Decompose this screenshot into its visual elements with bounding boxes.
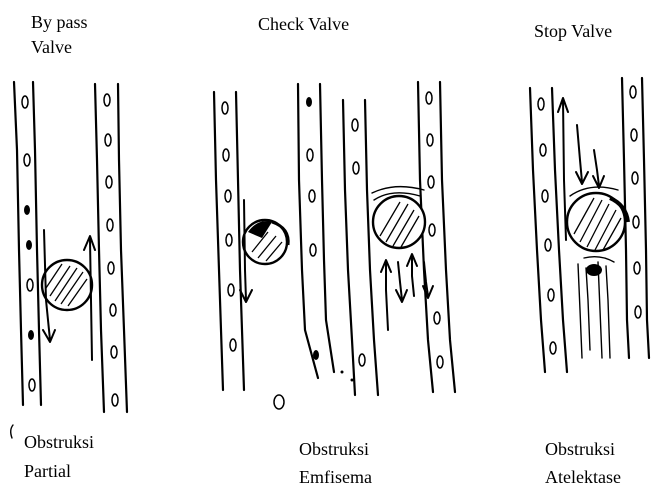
wall-cell bbox=[633, 216, 639, 228]
wall-cell bbox=[24, 154, 30, 166]
stop-left-wall-outer bbox=[530, 88, 545, 372]
wall-cell bbox=[353, 162, 359, 174]
wall-cell bbox=[106, 176, 112, 188]
check-middle-wall-right bbox=[320, 84, 334, 372]
check-inner-wall-left bbox=[343, 100, 355, 395]
wall-cell bbox=[630, 86, 636, 98]
wall-cell bbox=[352, 119, 358, 131]
wall-cell bbox=[310, 244, 316, 256]
wall-cell bbox=[105, 134, 111, 146]
stop-flow-down-arrow-2 bbox=[593, 150, 604, 188]
bypass-caption-bracket bbox=[11, 425, 13, 438]
check-right-wall-outer bbox=[440, 82, 455, 392]
ink-dot bbox=[351, 379, 354, 382]
check-flow-arrow-3 bbox=[407, 254, 417, 296]
wall-cell bbox=[550, 342, 556, 354]
wall-cell bbox=[230, 339, 236, 351]
wall-cell bbox=[545, 239, 551, 251]
wall-cell bbox=[635, 306, 641, 318]
wall-cell bbox=[313, 350, 319, 360]
check-flow-arrow-1 bbox=[381, 260, 391, 330]
wall-cell bbox=[548, 289, 554, 301]
wall-cell bbox=[108, 262, 114, 274]
wall-cell bbox=[29, 379, 35, 391]
check-stray-circle bbox=[274, 395, 284, 409]
wall-cell bbox=[632, 172, 638, 184]
check-inner-wall-right bbox=[365, 100, 378, 395]
wall-cell bbox=[309, 190, 315, 202]
wall-cell bbox=[22, 96, 28, 108]
wall-cell bbox=[540, 144, 546, 156]
check-flow-arrow-2 bbox=[396, 262, 407, 302]
wall-cell bbox=[631, 129, 637, 141]
wall-cell bbox=[359, 354, 365, 366]
wall-cell bbox=[306, 97, 312, 107]
check-middle-wall-left bbox=[298, 84, 318, 378]
wall-cell bbox=[112, 394, 118, 406]
stop-right-wall-outer bbox=[642, 78, 649, 358]
ink-dot bbox=[341, 371, 344, 374]
wall-cell bbox=[222, 102, 228, 114]
wall-cell bbox=[104, 94, 110, 106]
wall-cell bbox=[27, 279, 33, 291]
bypass-left-wall-inner bbox=[33, 82, 41, 405]
wall-cell bbox=[24, 205, 30, 215]
check-obstruction-ball-right bbox=[372, 187, 425, 248]
stop-valve-diagram bbox=[530, 78, 649, 372]
stop-flow-down-arrow-1 bbox=[576, 125, 588, 184]
wall-cell bbox=[427, 134, 433, 146]
bypass-obstruction-ball bbox=[42, 260, 92, 310]
wall-cell bbox=[107, 219, 113, 231]
stop-collapsed-segment bbox=[578, 257, 614, 358]
check-valve-diagram bbox=[214, 82, 455, 409]
wall-cell bbox=[110, 304, 116, 316]
wall-cell bbox=[28, 330, 34, 340]
wall-cell bbox=[437, 356, 443, 368]
check-left-wall-outer bbox=[214, 92, 223, 390]
wall-cell bbox=[538, 98, 544, 110]
wall-cell bbox=[111, 346, 117, 358]
wall-cell bbox=[228, 284, 234, 296]
check-obstruction-ball-left bbox=[243, 220, 288, 264]
bypass-valve-diagram bbox=[11, 82, 127, 438]
wall-cell bbox=[226, 234, 232, 246]
wall-cell bbox=[223, 149, 229, 161]
wall-cell bbox=[426, 92, 432, 104]
wall-cell bbox=[307, 149, 313, 161]
wall-cell bbox=[634, 262, 640, 274]
bypass-right-wall-outer bbox=[118, 84, 127, 412]
wall-cell bbox=[428, 176, 434, 188]
wall-cell bbox=[542, 190, 548, 202]
bypass-left-wall-outer bbox=[14, 82, 23, 405]
wall-cell bbox=[434, 312, 440, 324]
wall-cell bbox=[429, 224, 435, 236]
wall-cell bbox=[225, 190, 231, 202]
wall-cell bbox=[26, 240, 32, 250]
bypass-right-wall-inner bbox=[95, 84, 104, 412]
stop-obstruction-ball bbox=[567, 187, 628, 251]
